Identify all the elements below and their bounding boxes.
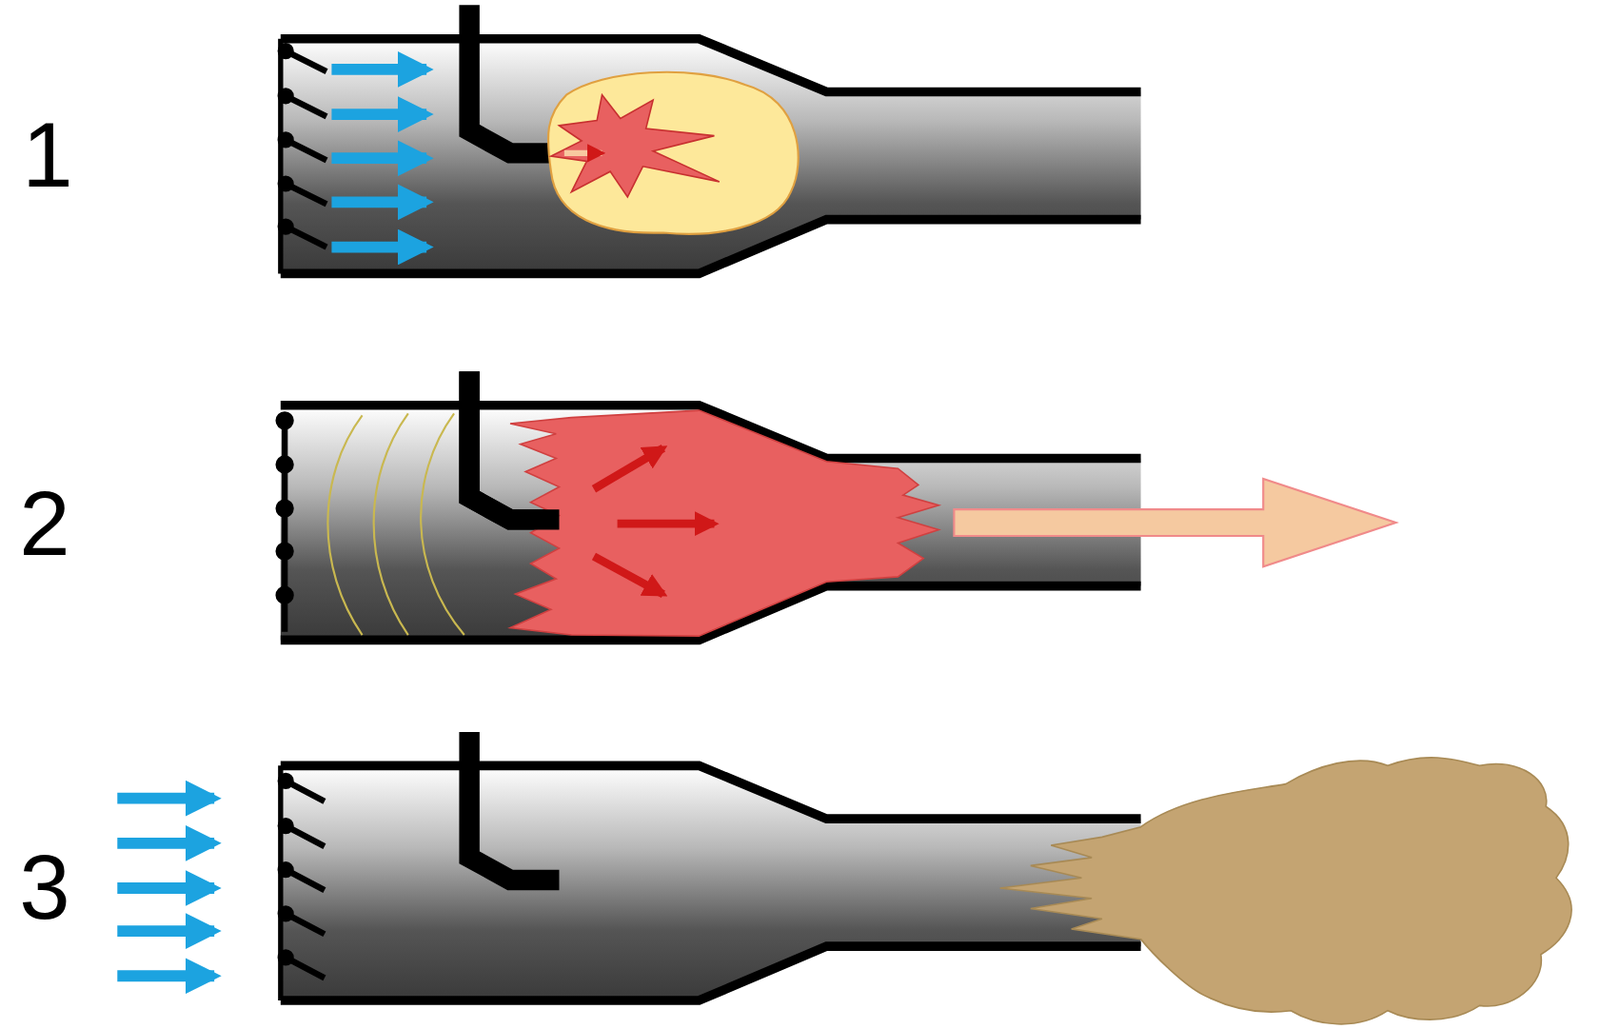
step-number: 2 xyxy=(19,477,70,570)
stage-combustion xyxy=(278,371,1397,640)
stage-intake xyxy=(280,4,1142,274)
stage-exhaust xyxy=(117,731,1572,1025)
step-number: 1 xyxy=(21,109,73,201)
step-number: 3 xyxy=(19,841,70,933)
